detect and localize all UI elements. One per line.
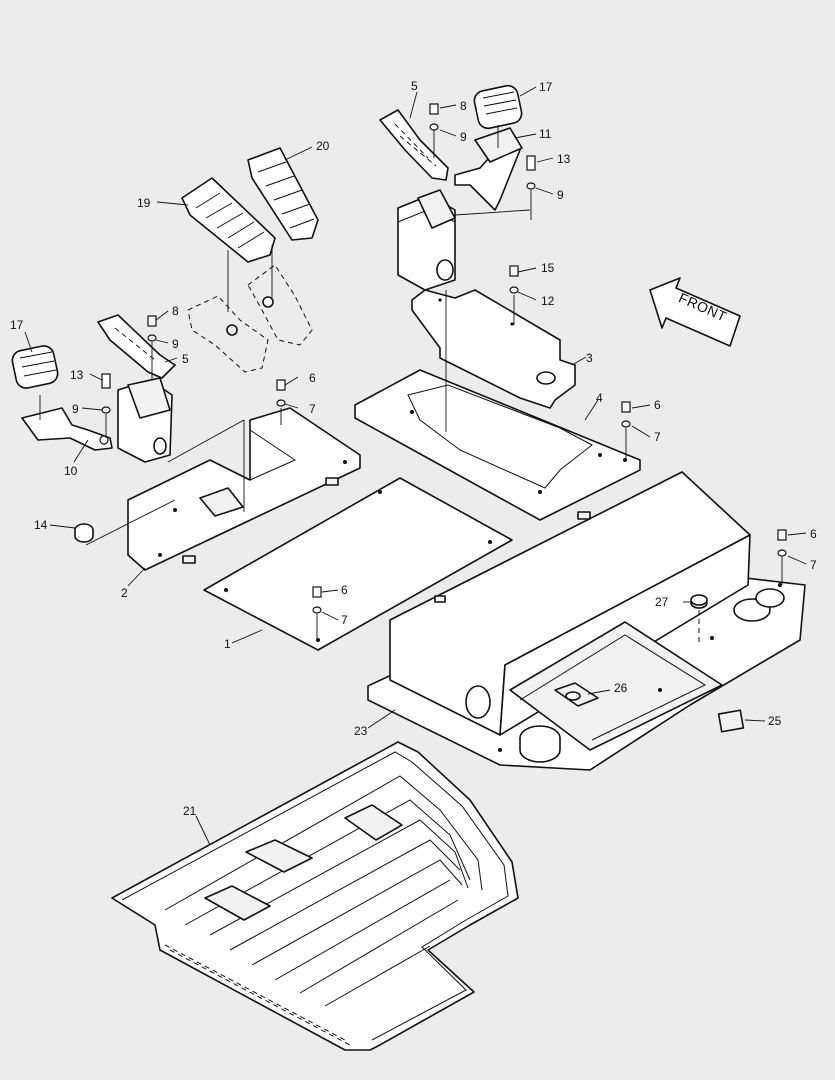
bolt-6-frame	[777, 529, 787, 557]
travel-pedal-base	[187, 264, 313, 373]
callout-2: 2	[121, 586, 128, 600]
callout-7: 7	[341, 613, 348, 627]
grommet	[690, 594, 708, 645]
cap-plug	[74, 523, 94, 543]
callout-5: 5	[182, 352, 189, 366]
callout-7: 7	[654, 430, 661, 444]
callout-27: 27	[655, 595, 669, 609]
callout-1: 1	[224, 637, 231, 651]
callout-6: 6	[309, 371, 316, 385]
bolt-15	[509, 265, 519, 294]
callout-21: 21	[183, 804, 197, 818]
left-pedal-lever	[97, 314, 176, 379]
callout-25: 25	[768, 714, 782, 728]
callout-4: 4	[596, 391, 603, 405]
callout-17: 17	[539, 80, 553, 94]
plate-3	[411, 289, 576, 409]
left-pedal-pad	[11, 345, 59, 389]
bolt-8-right	[429, 103, 439, 131]
assembly-lines	[39, 125, 783, 640]
right-pedal-lever	[379, 109, 449, 181]
callout-leaders	[24, 86, 807, 846]
callout-12: 12	[541, 294, 555, 308]
callout-5: 5	[411, 79, 418, 93]
callout-9: 9	[72, 402, 79, 416]
callout-9: 9	[172, 337, 179, 351]
callout-26: 26	[614, 681, 628, 695]
callout-15: 15	[541, 261, 555, 275]
floor-mat	[111, 741, 519, 1051]
bolt-13-right	[526, 155, 536, 190]
floor-plate-4	[354, 369, 641, 521]
callout-9: 9	[460, 130, 467, 144]
callout-13: 13	[557, 152, 571, 166]
bolt-8-left	[147, 315, 157, 342]
floor-plate-1	[203, 477, 513, 651]
callout-6: 6	[810, 527, 817, 541]
callout-numbers: 5 8 9 17 11 13 9 20 19 15 12 3 4 17 8 9 …	[10, 79, 817, 818]
callout-14: 14	[34, 518, 48, 532]
callout-7: 7	[810, 558, 817, 572]
callout-8: 8	[460, 99, 467, 113]
right-pedal-pad	[473, 84, 523, 130]
bolt-13-left	[101, 373, 111, 414]
front-direction-arrow: FRONT	[649, 277, 741, 347]
callout-7: 7	[309, 402, 316, 416]
bolt-6-plate2	[276, 379, 286, 407]
callout-17: 17	[10, 318, 24, 332]
callout-11: 11	[539, 127, 552, 141]
floor-frame-plug	[717, 709, 745, 733]
left-pedal-bracket	[21, 407, 113, 451]
callout-9: 9	[557, 188, 564, 202]
right-pedal-valve	[397, 189, 456, 291]
callout-6: 6	[341, 583, 348, 597]
floor-frame	[367, 471, 806, 771]
callout-10: 10	[64, 464, 78, 478]
callout-8: 8	[172, 304, 179, 318]
callout-6: 6	[654, 398, 661, 412]
travel-pedal-19	[181, 177, 276, 263]
callout-13: 13	[70, 368, 84, 382]
left-pedal-valve	[117, 377, 173, 463]
bolt-6-plate1	[312, 586, 322, 614]
callout-19: 19	[137, 196, 151, 210]
callout-23: 23	[354, 724, 368, 738]
callout-3: 3	[586, 351, 593, 365]
bolt-6-plate4	[621, 401, 631, 428]
travel-pedal-20	[247, 147, 319, 241]
callout-20: 20	[316, 139, 330, 153]
